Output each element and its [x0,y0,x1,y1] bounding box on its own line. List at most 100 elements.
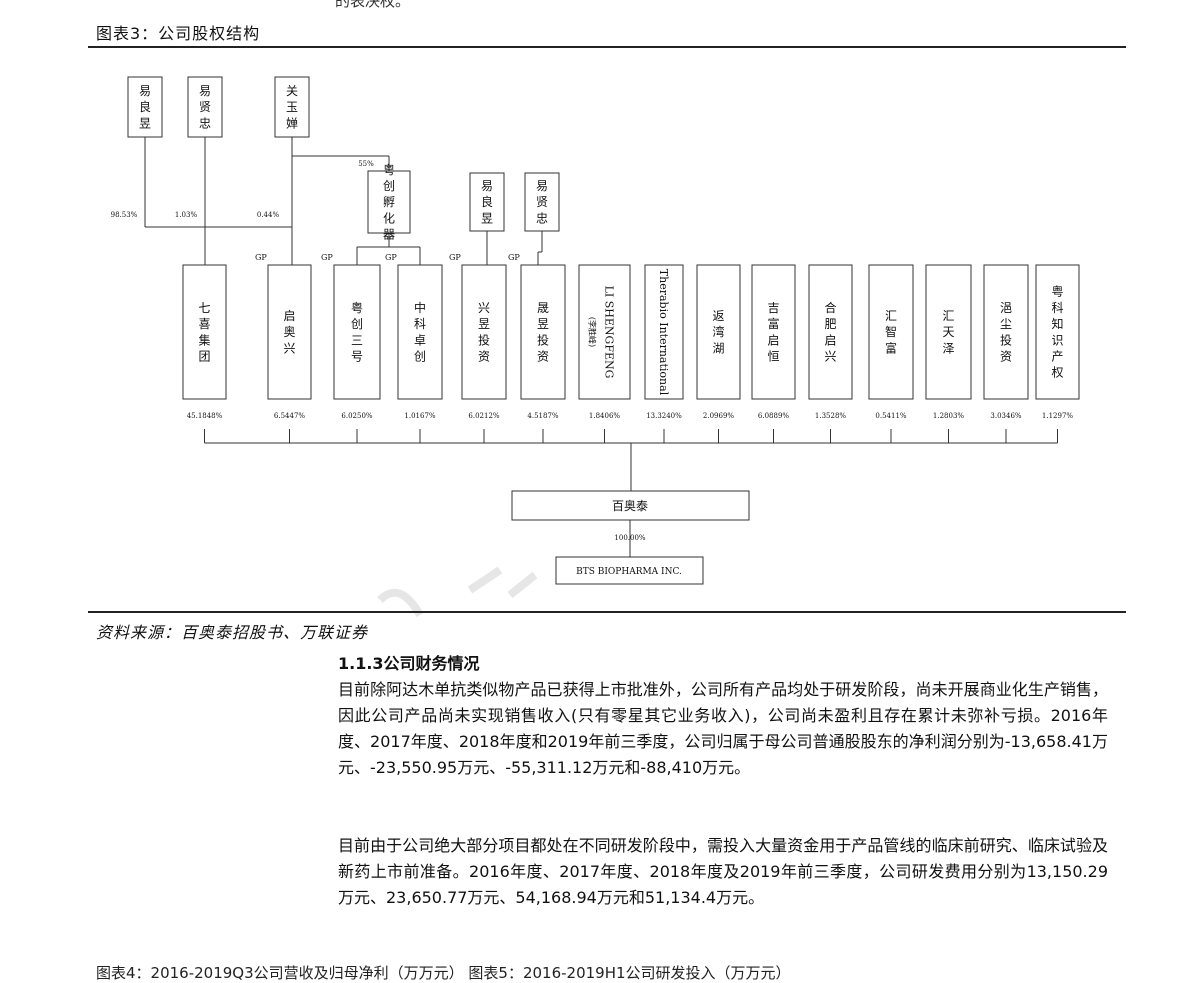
pct-p1: 98.53% [111,211,138,219]
shareholder-5-char: 兴 [478,301,490,315]
figure-bottom-rule [88,611,1126,613]
shareholder-6-char: 资 [537,350,549,364]
figure-top-rule [88,46,1126,48]
pct-p2: 1.03% [175,211,198,219]
figure-title: 图表3：公司股权结构 [96,24,261,43]
shareholder-7-label: LI SHENGFENG [603,286,616,379]
shareholder-4-char: 科 [414,317,426,331]
top-person-3-char: 婵 [286,116,298,130]
shareholder-10-char: 富 [767,316,779,331]
shareholder-8-box [644,264,684,400]
shareholder-15-char: 产 [1051,350,1063,364]
shareholder-4-char: 创 [414,350,426,364]
shareholder-3-box [333,264,381,400]
page-bottom-fragment: 图表4：2016-2019Q3公司营收及归母净利（万万元） 图表5：2016-2… [96,964,791,982]
shareholder-2-char: 兴 [283,341,295,355]
shareholder-10-box [751,264,796,400]
gp-label: GP [255,253,267,262]
shareholder-5-char: 资 [478,350,490,364]
shareholder-5-char: 投 [478,332,490,347]
top-person-2-box [187,76,223,138]
mid-person-2-char: 易 [536,179,548,193]
shareholder-3-char: 创 [351,317,363,331]
percentage-labels: 98.53%1.03%0.44%55%45.1848%GP6.5447%GP6.… [111,160,1074,542]
company-name: 百奥泰 [612,499,648,513]
shareholder-13-char: 汇 [942,309,954,323]
paragraph-text: 目前除阿达木单抗类似物产品已获得上市批准外，公司所有产品均处于研发阶段，尚未开展… [338,680,1108,777]
incubator-char: 创 [383,179,395,193]
shareholder-1-box [182,264,227,400]
shareholder-13-char: 泽 [942,341,954,355]
top-person-3-char: 玉 [286,100,298,114]
shareholder-pct: 6.0250% [341,412,372,420]
mid-person-1-char: 易 [481,179,493,193]
shareholder-pct: 1.8406% [589,412,620,420]
top-person-1-box [127,76,163,138]
shareholder-9-char: 返 [712,309,724,323]
shareholder-3-char: 三 [351,333,363,347]
shareholder-15-char: 科 [1051,301,1063,315]
equity-structure-diagram: 易良昱易贤忠关玉婵粤创孵化器易良昱易贤忠七喜集团启奥兴粤创三号中科卓创兴昱投资晟… [111,76,1080,585]
mid-person-2-box [524,172,560,232]
gp-label: GP [385,253,397,262]
shareholder-4-char: 中 [414,300,426,315]
shareholder-1-char: 喜 [198,317,210,331]
shareholder-11-char: 合 [824,300,836,315]
mid-person-1-char: 昱 [481,211,493,225]
shareholder-8-label-group: Therabio International [657,269,670,396]
section-title: 1.1.3公司财务情况 [338,654,480,673]
shareholder-15-char: 粤 [1051,284,1063,299]
top-person-2-char: 忠 [199,116,211,130]
gp-label: GP [321,253,333,262]
watermark-mark [377,566,538,618]
shareholder-6-char: 晟 [537,301,549,315]
shareholder-pct: 1.1297% [1042,412,1073,420]
incubator-char: 化 [383,211,395,225]
shareholder-8-label: Therabio International [657,269,670,396]
shareholder-13-char: 天 [942,325,954,339]
shareholder-pct: 0.5411% [875,412,906,420]
shareholder-4-char: 卓 [414,333,426,347]
shareholder-7-label-group: LI SHENGFENG(李胜峰) [588,286,616,379]
shareholder-pct: 3.0346% [990,412,1021,420]
shareholder-pct: 45.1848% [187,412,223,420]
shareholder-2-char: 奥 [283,325,295,339]
shareholder-12-char: 汇 [885,309,897,323]
shareholder-pct: 2.0969% [703,412,734,420]
shareholder-1-char: 七 [198,301,210,315]
incubator-char: 粤 [383,162,395,177]
paragraph-2: 目前由于公司绝大部分项目都处在不同研发阶段中，需投入大量资金用于产品管线的临床前… [338,833,1108,911]
shareholder-1-char: 团 [198,350,210,364]
shareholder-5-box [461,264,507,400]
shareholder-10-char: 恒 [767,350,779,364]
shareholder-14-char: 浥 [1000,300,1012,315]
top-person-2-char: 易 [199,84,211,98]
gp-label: GP [508,253,520,262]
shareholder-6-box [520,264,566,400]
shareholder-5-char: 昱 [478,317,490,331]
shareholder-11-char: 肥 [824,317,836,331]
paragraph-1: 目前除阿达木单抗类似物产品已获得上市批准外，公司所有产品均处于研发阶段，尚未开展… [338,677,1108,781]
mid-person-2-char: 贤 [536,195,548,209]
shareholder-15-box [1035,264,1080,400]
mid-person-2-char: 忠 [536,211,548,225]
incubator-char: 器 [383,228,395,242]
shareholder-11-char: 启 [824,333,836,347]
shareholder-6-char: 昱 [537,317,549,331]
shareholder-10-char: 吉 [767,301,779,315]
shareholder-10-char: 启 [767,333,779,347]
pct-p3: 0.44% [257,211,280,219]
incubator-box [367,170,411,234]
company-box [511,490,750,521]
shareholder-15-char: 权 [1051,366,1063,380]
source-note: 资料来源：百奥泰招股书、万联证券 [96,623,369,642]
entity-boxes: 易良昱易贤忠关玉婵粤创孵化器易良昱易贤忠七喜集团启奥兴粤创三号中科卓创兴昱投资晟… [127,76,1080,585]
shareholder-3-char: 粤 [351,300,363,315]
paragraph-text: 目前由于公司绝大部分项目都处在不同研发阶段中，需投入大量资金用于产品管线的临床前… [338,836,1108,907]
gp-label: GP [449,253,461,262]
shareholder-14-char: 资 [1000,350,1012,364]
shareholder-12-char: 富 [885,340,897,355]
shareholder-pct: 13.3240% [646,412,682,420]
shareholder-14-box [983,264,1029,400]
top-person-3-box [274,76,310,138]
